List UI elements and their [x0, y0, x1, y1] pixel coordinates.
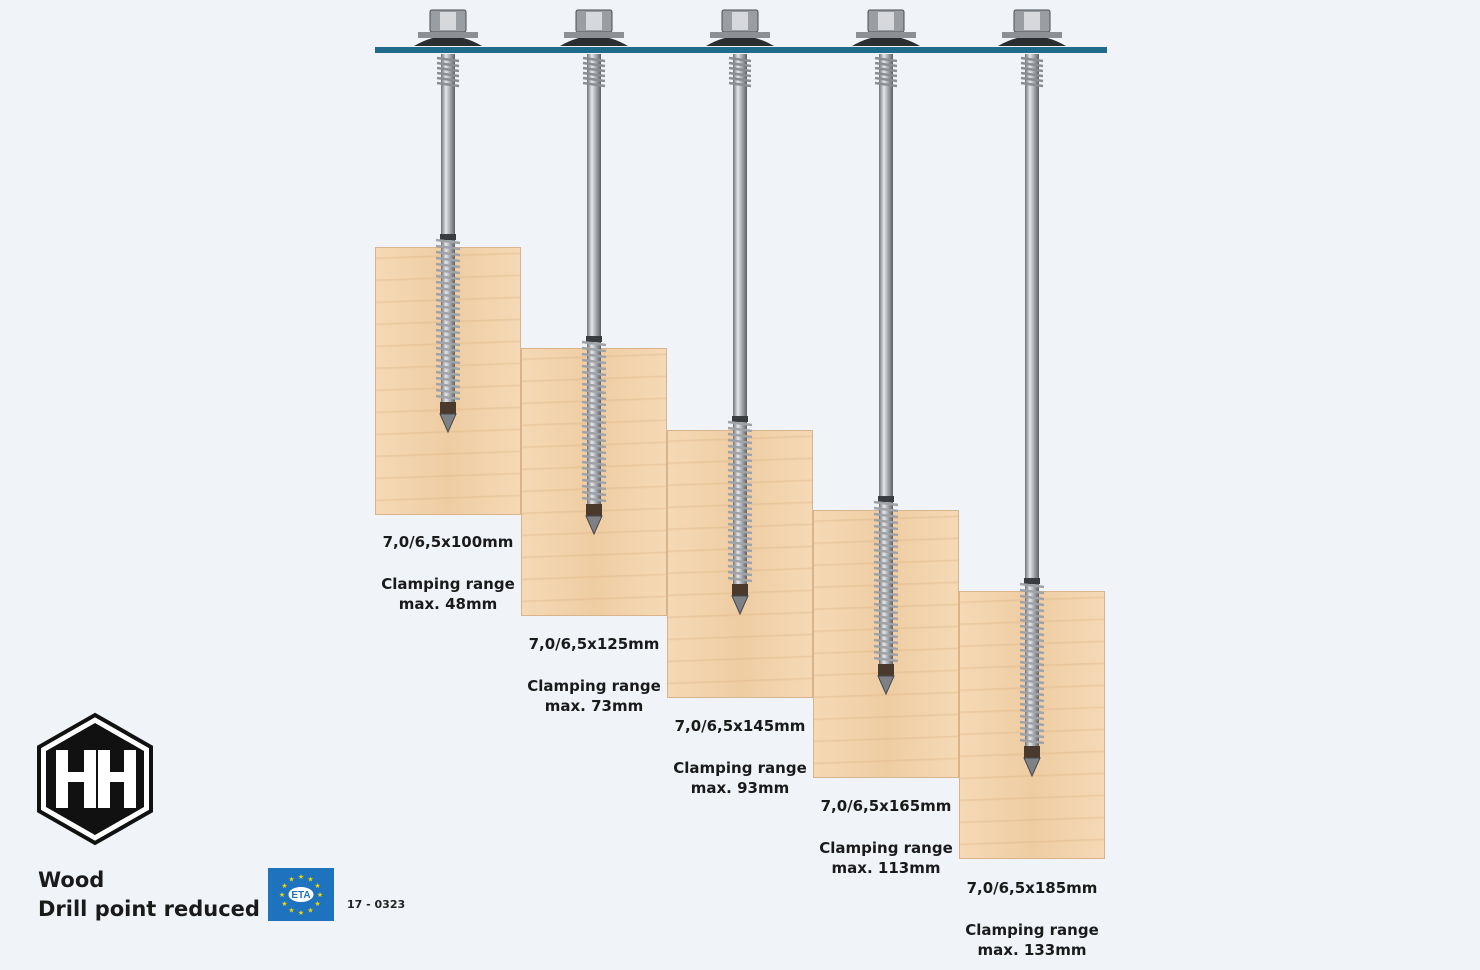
eu-star-icon: ★	[298, 909, 304, 917]
screw-size: 7,0/6,5x125mm	[528, 635, 660, 653]
screw-label-5: 7,0/6,5x185mm Clamping range max. 133mm	[947, 878, 1117, 960]
eu-star-icon: ★	[281, 900, 287, 908]
clamping-range-value: max. 93mm	[690, 779, 790, 797]
eu-star-icon: ★	[288, 875, 294, 883]
screw-size: 7,0/6,5x185mm	[966, 879, 1098, 897]
clamping-range-value: max. 73mm	[544, 697, 644, 715]
clamping-range-value: max. 48mm	[398, 595, 498, 613]
screw-label-3: 7,0/6,5x145mm Clamping range max. 93mm	[655, 716, 825, 798]
eta-certification-code: 17 - 0323	[347, 898, 406, 911]
clamping-range-title: Clamping range	[819, 839, 953, 857]
screw-165mm	[831, 8, 941, 702]
product-subtitle: Drill point reduced	[38, 897, 260, 921]
product-category: Wood	[38, 868, 105, 892]
metal-sheet-plate	[375, 47, 1107, 53]
eu-star-icon: ★	[298, 873, 304, 881]
eta-badge-text: ETA	[291, 890, 310, 901]
screw-100mm	[393, 8, 503, 440]
eu-star-icon: ★	[314, 900, 320, 908]
eu-star-icon: ★	[281, 882, 287, 890]
screw-125mm	[539, 8, 649, 542]
eu-stars-icon: ★★★★★★★★★★★★	[279, 873, 323, 917]
clamping-range-value: max. 113mm	[831, 859, 941, 877]
screw-label-2: 7,0/6,5x125mm Clamping range max. 73mm	[509, 634, 679, 716]
screw-size: 7,0/6,5x165mm	[820, 797, 952, 815]
screw-185mm	[977, 8, 1087, 784]
eu-star-icon: ★	[307, 907, 313, 915]
eu-star-icon: ★	[279, 891, 285, 899]
screw-size: 7,0/6,5x100mm	[382, 533, 514, 551]
screw-145mm	[685, 8, 795, 622]
product-title: Wood Drill point reduced	[38, 866, 260, 924]
eu-star-icon: ★	[314, 882, 320, 890]
clamping-range-title: Clamping range	[381, 575, 515, 593]
eu-star-icon: ★	[288, 907, 294, 915]
screw-label-4: 7,0/6,5x165mm Clamping range max. 113mm	[801, 796, 971, 878]
clamping-range-title: Clamping range	[965, 921, 1099, 939]
brand-logo-icon	[36, 712, 154, 846]
screw-label-1: 7,0/6,5x100mm Clamping range max. 48mm	[363, 532, 533, 614]
clamping-range-value: max. 133mm	[977, 941, 1087, 959]
screw-size: 7,0/6,5x145mm	[674, 717, 806, 735]
eta-certification-badge: ★★★★★★★★★★★★ ETA	[268, 868, 334, 921]
eu-star-icon: ★	[307, 875, 313, 883]
eu-star-icon: ★	[317, 891, 323, 899]
clamping-range-title: Clamping range	[673, 759, 807, 777]
clamping-range-title: Clamping range	[527, 677, 661, 695]
